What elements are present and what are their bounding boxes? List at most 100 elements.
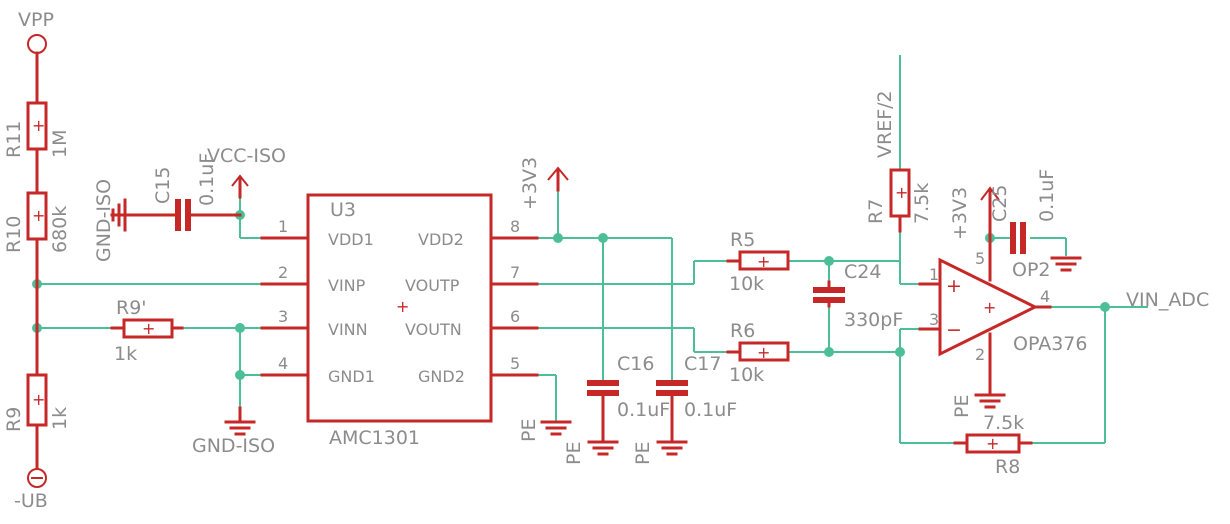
pe-c17-label: PE bbox=[632, 442, 654, 465]
u3-pin7-num: 7 bbox=[510, 263, 520, 282]
r10-name: R10 bbox=[3, 216, 25, 253]
c17-value: 0.1uF bbox=[684, 399, 737, 421]
gnd-iso-left-symbol: GND-ISO bbox=[93, 179, 127, 262]
svg-text:+: + bbox=[32, 390, 45, 409]
vpp-terminal: VPP bbox=[18, 9, 54, 105]
vin-adc-net: VIN_ADC bbox=[1126, 289, 1209, 311]
svg-text:+: + bbox=[757, 252, 770, 271]
r7-name: R7 bbox=[865, 199, 887, 224]
u3-name: U3 bbox=[330, 199, 356, 221]
vref-label-group: VREF/2 bbox=[874, 90, 896, 158]
c17-name: C17 bbox=[684, 353, 721, 375]
r11-name: R11 bbox=[3, 121, 25, 158]
capacitor-c16: C16 0.1uF PE bbox=[563, 353, 670, 465]
u3-pin4-name: GND1 bbox=[328, 367, 375, 386]
vpp-label: VPP bbox=[18, 9, 54, 31]
r9-value: 1k bbox=[49, 407, 71, 430]
op-plus-sign: + bbox=[946, 275, 962, 297]
pe-gnd2-symbol: PE bbox=[518, 419, 572, 442]
resistor-r6: + R6 10k bbox=[726, 320, 790, 386]
c15-name: C15 bbox=[152, 167, 174, 204]
p3v3-b-symbol: +3V3 bbox=[949, 186, 1000, 242]
op-pin2: 2 bbox=[975, 345, 985, 364]
vin-adc-label: VIN_ADC bbox=[1126, 289, 1209, 311]
op-name: OP2 bbox=[1012, 259, 1051, 281]
vcc-iso-label: VCC-ISO bbox=[207, 145, 286, 167]
r7-value: 7.5k bbox=[911, 183, 933, 224]
u3-pin4-num: 4 bbox=[278, 354, 288, 373]
pe-c16-label: PE bbox=[563, 442, 585, 465]
u3-pin3-num: 3 bbox=[278, 307, 288, 326]
u3-pin6-num: 6 bbox=[510, 307, 520, 326]
r5-value: 10k bbox=[729, 273, 764, 295]
svg-text:+: + bbox=[396, 297, 409, 316]
c16-value: 0.1uF bbox=[617, 399, 670, 421]
u3-pin8-name: VDD2 bbox=[418, 230, 464, 249]
c24-name: C24 bbox=[844, 261, 881, 283]
vcc-iso-symbol: VCC-ISO bbox=[207, 145, 286, 199]
c25-value: 0.1uF bbox=[1036, 169, 1058, 222]
resistor-r7: + R7 7.5k bbox=[865, 168, 933, 233]
op-pin1: 1 bbox=[929, 265, 939, 284]
gnd-iso-bottom-symbol: GND-ISO bbox=[192, 406, 275, 457]
r9p-name: R9' bbox=[116, 297, 147, 319]
p3v3-b-label: +3V3 bbox=[949, 187, 971, 240]
capacitor-c17: C17 0.1uF PE bbox=[632, 353, 737, 465]
resistor-r8: + 7.5k R8 bbox=[953, 412, 1033, 478]
vref-label: VREF/2 bbox=[874, 90, 896, 158]
r6-value: 10k bbox=[729, 364, 764, 386]
pe-gnd2-label: PE bbox=[518, 419, 540, 442]
resistor-r5: + R5 10k bbox=[726, 229, 790, 295]
capacitor-c24: C24 330pF bbox=[813, 261, 903, 331]
op-part: OPA376 bbox=[1013, 333, 1087, 355]
u3-pin8-num: 8 bbox=[510, 217, 520, 236]
resistor-r9: + R9 1k bbox=[3, 373, 71, 470]
resistor-r9-prime: + R9' 1k bbox=[110, 297, 184, 365]
svg-text:+: + bbox=[983, 298, 996, 317]
u3-pin7-name: VOUTP bbox=[405, 276, 460, 295]
r8-value: 7.5k bbox=[983, 412, 1024, 434]
u3-pin1-name: VDD1 bbox=[328, 230, 374, 249]
resistor-r10: + R10 680k bbox=[3, 191, 71, 286]
resistor-r11: + R11 1M bbox=[3, 101, 71, 195]
pe-opamp-label: PE bbox=[951, 395, 973, 418]
c15-value: 0.1uF bbox=[196, 153, 218, 206]
svg-text:+: + bbox=[986, 434, 999, 453]
r6-name: R6 bbox=[730, 320, 755, 342]
u3-pin5-num: 5 bbox=[510, 354, 520, 373]
gnd-iso-bottom-label: GND-ISO bbox=[192, 435, 275, 457]
svg-text:+: + bbox=[32, 206, 45, 225]
u3-part: AMC1301 bbox=[329, 427, 420, 449]
svg-text:+: + bbox=[142, 319, 155, 338]
opamp-op2: + − + 1 3 4 5 2 OPA376 OP2 bbox=[918, 238, 1087, 397]
svg-text:+: + bbox=[32, 116, 45, 135]
p3v3-a-symbol: +3V3 bbox=[519, 157, 569, 210]
p3v3-a-label: +3V3 bbox=[519, 157, 541, 210]
op-pin3: 3 bbox=[929, 310, 939, 329]
svg-text:+: + bbox=[895, 183, 908, 202]
r10-value: 680k bbox=[49, 206, 71, 253]
r9-name: R9 bbox=[3, 407, 25, 432]
op-pin4: 4 bbox=[1040, 287, 1050, 306]
c16-name: C16 bbox=[617, 353, 654, 375]
ic-u3: + U3 AMC1301 1 2 3 4 VDD1 VINP VINN GND1… bbox=[260, 193, 539, 449]
r9p-value: 1k bbox=[114, 343, 137, 365]
u3-pin3-name: VINN bbox=[328, 320, 368, 339]
svg-text:+: + bbox=[757, 343, 770, 362]
ub-label: -UB bbox=[14, 490, 48, 512]
u3-pin5-name: GND2 bbox=[418, 367, 465, 386]
r8-name: R8 bbox=[995, 456, 1020, 478]
r5-name: R5 bbox=[730, 229, 755, 251]
gnd-iso-left-label: GND-ISO bbox=[93, 179, 115, 262]
u3-pin2-name: VINP bbox=[328, 276, 366, 295]
pe-opamp-symbol: PE bbox=[951, 393, 1006, 418]
u3-pin2-num: 2 bbox=[278, 263, 288, 282]
c25-name: C25 bbox=[989, 185, 1011, 222]
capacitor-c15: C15 0.1uF bbox=[123, 153, 242, 231]
r11-value: 1M bbox=[49, 130, 71, 158]
c24-value: 330pF bbox=[844, 309, 903, 331]
op-pin5: 5 bbox=[975, 249, 985, 268]
u3-pin6-name: VOUTN bbox=[405, 320, 462, 339]
